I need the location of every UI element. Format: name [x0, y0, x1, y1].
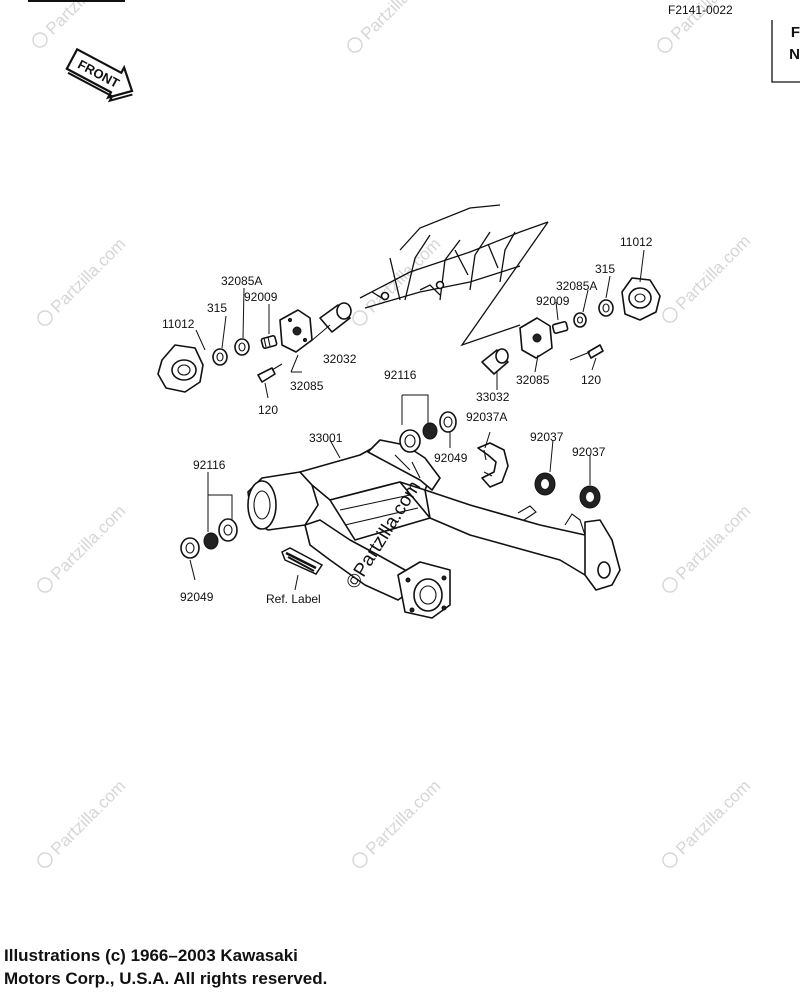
left-collar-32032 — [319, 302, 352, 333]
right-bushing-92009 — [551, 320, 569, 334]
chain-guard-92037A — [477, 442, 509, 488]
label-32085A-left: 32085A — [221, 274, 262, 288]
label-92037-b: 92037 — [572, 445, 606, 459]
watermark-text: Partzilla.com — [47, 501, 129, 583]
front-arrow-icon: FRONT — [65, 47, 134, 103]
frame-sketch — [359, 204, 549, 347]
right-collar-33032 — [481, 348, 509, 375]
label-11012-right: 11012 — [620, 235, 653, 249]
edge-bracket — [771, 20, 800, 83]
watermark-text: Partzilla.com — [47, 234, 129, 316]
label-32032: 32032 — [323, 352, 357, 366]
part-labels: 11012 315 32085A 92009 32032 32085 120 9… — [162, 235, 653, 606]
watermark-text: Partzilla.com — [47, 776, 129, 858]
edge-letter-n: N — [789, 46, 800, 63]
leader-lines — [189, 249, 645, 591]
label-92037-a: 92037 — [530, 430, 564, 444]
right-washer-32085A — [573, 312, 587, 328]
figure-id: F2141-0022 — [668, 3, 733, 17]
watermark-text: Partzilla.com — [672, 776, 754, 858]
swingarm-33001 — [247, 439, 621, 619]
right-seal-315 — [598, 299, 614, 317]
label-32085-left: 32085 — [290, 379, 324, 393]
copyright-line-2: Motors Corp., U.S.A. All rights reserved… — [4, 969, 328, 988]
left-plate-32085 — [279, 309, 313, 353]
ref-label-plate — [281, 547, 324, 575]
left-seal-315 — [212, 348, 228, 366]
watermark-text: Partzilla.com — [362, 776, 444, 858]
label-92009-left: 92009 — [244, 290, 278, 304]
left-bolt-120 — [257, 363, 283, 383]
label-315-left: 315 — [207, 301, 227, 315]
label-32085A-right: 32085A — [556, 279, 597, 293]
label-33032: 33032 — [476, 390, 510, 404]
spring-clip — [564, 513, 586, 536]
label-33001: 33001 — [309, 431, 343, 445]
right-bolt-120 — [569, 344, 604, 361]
label-120-left: 120 — [258, 403, 278, 417]
watermark-text: Partzilla.com — [672, 231, 754, 313]
bushing-92037-b — [579, 485, 601, 509]
label-92049-lower: 92049 — [180, 590, 214, 604]
label-92049-upper: 92049 — [434, 451, 468, 465]
label-92037A: 92037A — [466, 410, 507, 424]
label-32085-right: 32085 — [516, 373, 550, 387]
watermark-text: Partzilla.com — [357, 0, 439, 44]
label-11012-left: 11012 — [162, 317, 195, 331]
watermark-text: Partzilla.com — [672, 501, 754, 583]
left-bushing-92009 — [260, 335, 278, 349]
edge-letter-f: F — [790, 24, 800, 41]
label-315-right: 315 — [595, 262, 615, 276]
right-pivot-cap — [621, 277, 661, 321]
label-92116-upper: 92116 — [384, 368, 417, 382]
copyright-line-1: Illustrations (c) 1966–2003 Kawasaki — [4, 946, 298, 965]
watermark-text: Partzilla.com — [42, 0, 124, 39]
upper-bearing-stack — [399, 411, 457, 453]
label-120-right: 120 — [581, 373, 601, 387]
label-92009-right: 92009 — [536, 294, 570, 308]
bushing-92037-a — [534, 472, 556, 496]
left-pivot-cap — [157, 344, 204, 393]
watermark-layer: Partzilla.com Partzilla.com Partzilla.co… — [32, 0, 754, 868]
label-92116-lower: 92116 — [193, 458, 226, 472]
left-washer-32085A — [234, 338, 250, 356]
label-ref-label: Ref. Label — [266, 592, 321, 606]
right-plate-32085 — [519, 317, 553, 359]
spring-clip — [517, 505, 537, 521]
lower-bearing-stack — [180, 518, 238, 559]
